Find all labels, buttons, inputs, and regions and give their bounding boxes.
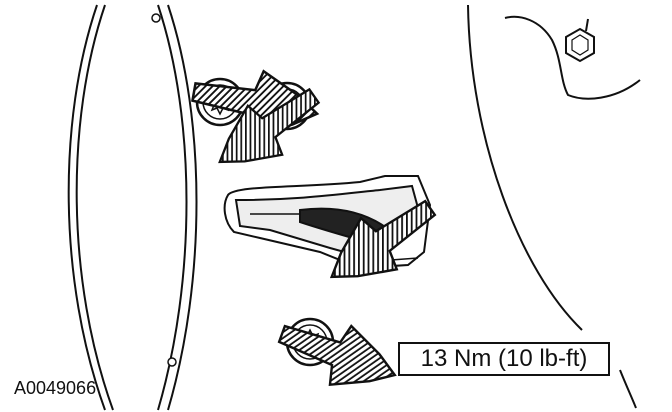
- figure-id: A0049066: [14, 378, 97, 398]
- mounting-hole: [151, 13, 177, 367]
- fender-lines: [467, 4, 641, 409]
- torque-spec-label: 13 Nm (10 lb-ft): [398, 342, 610, 376]
- wheel-well-arcs: [67, 4, 198, 411]
- hex-bolt-icon: [565, 18, 595, 63]
